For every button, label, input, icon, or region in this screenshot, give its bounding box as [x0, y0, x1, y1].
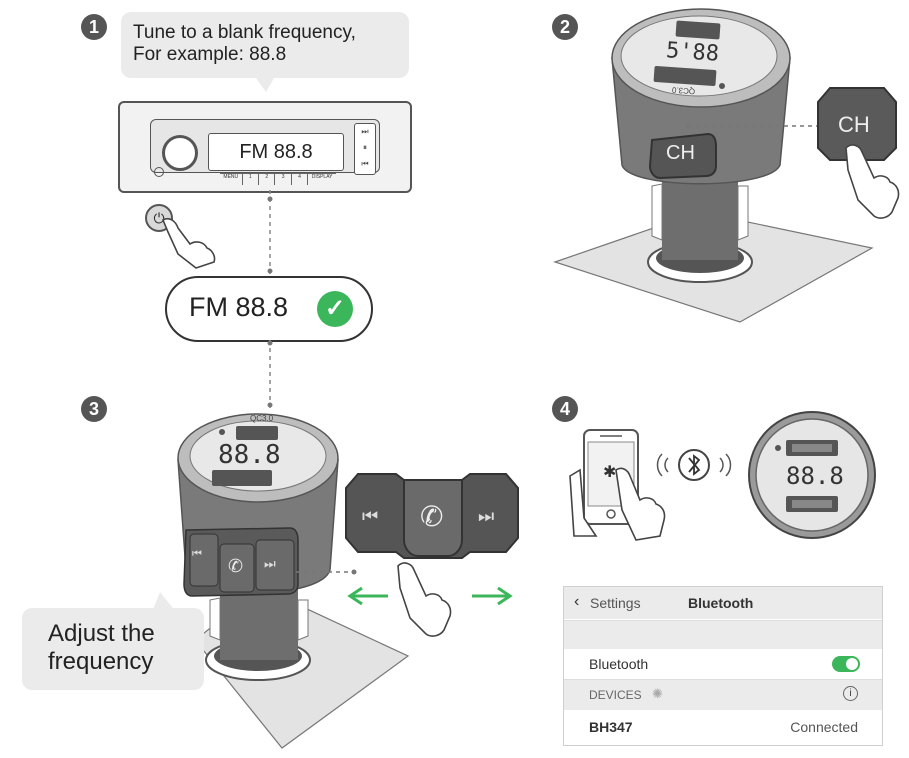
preset-3[interactable]: 3	[275, 174, 292, 185]
device-status: Connected	[790, 719, 858, 735]
bluetooth-toggle-label: Bluetooth	[589, 656, 649, 672]
prev-button-zoom-icon[interactable]: ⏮	[362, 506, 379, 526]
radio-side-buttons[interactable]: ⏭ ⏸ ⏮	[354, 123, 376, 175]
step-4-number: 4	[552, 396, 578, 422]
car-radio: FM 88.8 ⏭ ⏸ ⏮ MENU 1 2 3 4 DISPLAY	[118, 101, 412, 193]
prev-track-icon[interactable]: ⏮	[361, 159, 369, 168]
qc-label-step3: QC3.0	[250, 414, 274, 423]
toggle-knob	[846, 658, 858, 670]
step-3-caption-line-2: frequency	[48, 648, 154, 675]
settings-title: Bluetooth	[688, 595, 754, 611]
bluetooth-toggle-row: Bluetooth	[564, 649, 882, 680]
ch-button-zoom-label[interactable]: CH	[838, 112, 870, 137]
radio-small-power-icon	[154, 167, 164, 177]
devices-header-row: DEVICES ✺ i	[564, 680, 882, 710]
step-3-number: 3	[81, 396, 107, 422]
qc-label-step2: QC3.0	[671, 85, 696, 96]
settings-spacer	[564, 620, 882, 649]
phone-call-button-icon[interactable]: ✆	[228, 556, 244, 576]
hand-icon-step2	[845, 144, 900, 219]
preset-4[interactable]: 4	[292, 174, 309, 185]
loading-spinner-icon: ✺	[652, 686, 663, 701]
pause-icon[interactable]: ⏸	[363, 143, 367, 152]
bluetooth-icon-on-phone: ✱	[603, 464, 617, 481]
step-3-caption-line-1: Adjust the	[48, 620, 155, 647]
next-button-zoom-icon[interactable]: ⏭	[478, 506, 495, 526]
step-3-speech-bubble: Adjust the frequency	[22, 608, 204, 690]
settings-nav-bar: ‹ Settings Bluetooth	[564, 587, 882, 619]
radio-volume-knob[interactable]	[162, 135, 198, 171]
info-icon[interactable]: i	[843, 686, 858, 701]
settings-back-link[interactable]: Settings	[590, 595, 641, 611]
frequency-pill-text: FM 88.8	[189, 292, 289, 322]
preset-2[interactable]: 2	[259, 174, 276, 185]
prev-button-icon[interactable]: ⏮	[192, 548, 202, 560]
transmitter-display-step2: 5'88	[665, 38, 720, 67]
check-circle-icon: ✓	[317, 291, 353, 327]
back-chevron-icon[interactable]: ‹	[574, 593, 580, 610]
hand-icon-step1	[161, 217, 216, 269]
radio-display-text: FM 88.8	[239, 141, 313, 163]
step-1-caption-line-2: For example: 88.8	[133, 44, 287, 65]
phone-call-zoom-icon[interactable]: ✆	[420, 501, 444, 532]
step-2-number: 2	[552, 14, 578, 40]
next-track-icon[interactable]: ⏭	[361, 127, 369, 136]
hand-icon-step4	[569, 467, 666, 541]
ch-button-on-device[interactable]: CH	[666, 142, 695, 164]
preset-menu[interactable]: MENU	[220, 174, 243, 185]
bubble-tail	[256, 78, 274, 92]
step-1-caption-line-1: Tune to a blank frequency,	[133, 22, 356, 43]
ch-button-zoom	[817, 87, 897, 161]
bluetooth-settings-panel: ‹ Settings Bluetooth Bluetooth DEVICES ✺…	[563, 586, 883, 746]
step-1-speech-bubble: Tune to a blank frequency, For example: …	[121, 12, 409, 78]
preset-1[interactable]: 1	[243, 174, 259, 185]
radio-display: FM 88.8	[208, 133, 344, 171]
frequency-pill: FM 88.8 ✓	[165, 276, 373, 342]
devices-header: DEVICES	[589, 688, 642, 702]
next-button-icon[interactable]: ⏭	[264, 556, 276, 571]
device-name: BH347	[589, 719, 633, 735]
transmitter-display-step3: 88.8	[218, 440, 281, 470]
bluetooth-toggle[interactable]	[832, 656, 860, 672]
transmitter-display-step4: 88.8	[786, 462, 844, 490]
step-1-number: 1	[81, 14, 107, 40]
radio-preset-row: MENU 1 2 3 4 DISPLAY	[220, 173, 336, 185]
preset-display[interactable]: DISPLAY	[311, 174, 333, 180]
device-row[interactable]: BH347 Connected	[564, 711, 882, 743]
hand-icon-step3	[397, 562, 452, 637]
